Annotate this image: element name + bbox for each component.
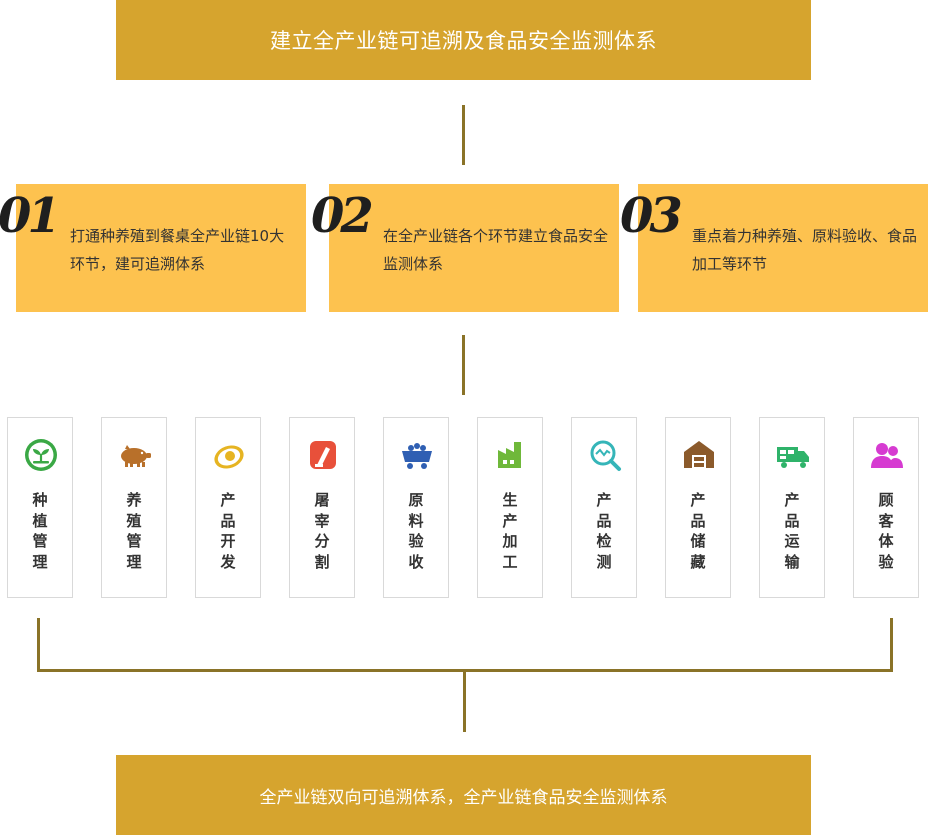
card-03: 03 重点着力种养殖、原料验收、食品加工等环节 (620, 184, 928, 312)
factory-icon (498, 442, 521, 468)
bracket-bottom (37, 669, 893, 672)
step-label: 产 品 开 发 (220, 491, 236, 571)
bracket-left (37, 618, 40, 671)
bottom-banner-title: 全产业链双向可追溯体系，全产业链食品安全监测体系 (259, 787, 668, 808)
step-label: 顾 客 体 验 (878, 491, 894, 571)
step-breeding: 养 殖 管 理 (101, 417, 167, 598)
card-number: 02 (311, 188, 374, 244)
step-customer-experience: 顾 客 体 验 (853, 417, 919, 598)
top-banner-title: 建立全产业链可追溯及食品安全监测体系 (270, 29, 657, 53)
step-slaughter: 屠 宰 分 割 (289, 417, 355, 598)
knife-icon (310, 441, 336, 469)
step-label: 产 品 运 输 (784, 491, 800, 571)
step-product-testing: 产 品 检 测 (571, 417, 637, 598)
customers-icon (871, 443, 903, 468)
step-storage: 产 品 储 藏 (665, 417, 731, 598)
card-text: 打通种养殖到餐桌全产业链10大环节，建可追溯体系 (70, 227, 285, 273)
step-label: 产 品 检 测 (596, 491, 612, 571)
card-number: 01 (0, 188, 61, 244)
step-product-development: 产 品 开 发 (195, 417, 261, 598)
sprout-icon (25, 439, 57, 471)
pig-icon (121, 445, 151, 467)
connector-line (462, 105, 465, 165)
connector-line (462, 335, 465, 395)
step-label: 生 产 加 工 (502, 491, 518, 571)
step-material-inspection: 原 料 验 收 (383, 417, 449, 598)
step-transport: 产 品 运 输 (759, 417, 825, 598)
step-label: 种 植 管 理 (32, 491, 48, 571)
step-label: 屠 宰 分 割 (314, 491, 330, 571)
card-01: 01 打通种养殖到餐桌全产业链10大环节，建可追溯体系 (0, 184, 306, 312)
bottom-banner: 全产业链双向可追溯体系，全产业链食品安全监测体系 (116, 755, 811, 835)
bracket-right (890, 618, 893, 671)
truck-icon (777, 447, 809, 468)
card-text: 重点着力种养殖、原料验收、食品加工等环节 (692, 227, 918, 273)
warehouse-icon (684, 441, 714, 468)
step-label: 产 品 储 藏 (690, 491, 706, 571)
egg-icon (214, 445, 244, 469)
card-text: 在全产业链各个环节建立食品安全监测体系 (383, 227, 609, 273)
card-02: 02 在全产业链各个环节建立食品安全监测体系 (311, 184, 619, 312)
cart-icon (402, 443, 432, 469)
step-planting: 种 植 管 理 (7, 417, 73, 598)
top-banner: 建立全产业链可追溯及食品安全监测体系 (116, 0, 811, 80)
step-production: 生 产 加 工 (477, 417, 543, 598)
card-number: 03 (620, 188, 683, 244)
step-label: 养 殖 管 理 (126, 491, 142, 571)
step-label: 原 料 验 收 (408, 491, 424, 571)
connector-line (463, 672, 466, 732)
magnifier-icon (590, 440, 621, 471)
